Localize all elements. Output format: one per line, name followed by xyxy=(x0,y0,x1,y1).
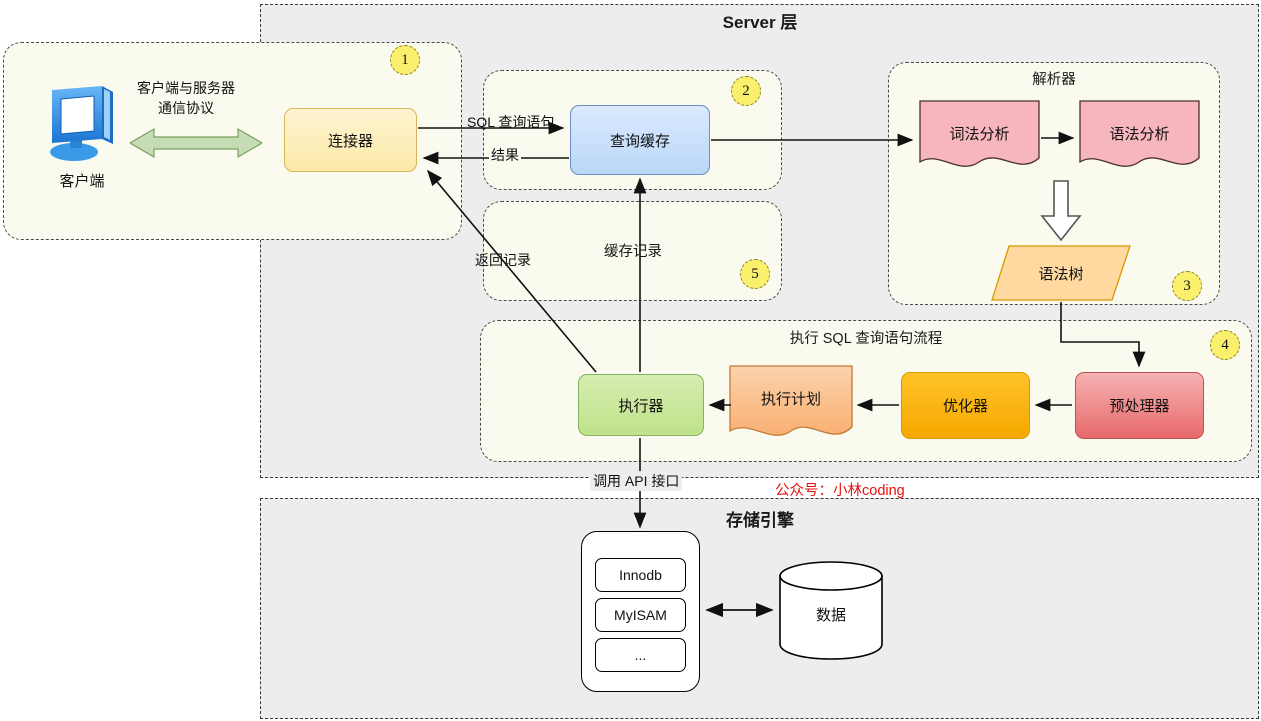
node-syntax-tree[interactable]: 语法树 xyxy=(991,245,1131,301)
badge-1: 1 xyxy=(390,45,420,75)
client-label: 客户端 xyxy=(59,173,105,190)
group-cache-record-title: 缓存记录 xyxy=(604,244,662,260)
client-monitor-icon xyxy=(44,82,118,164)
node-syntax-tree-label: 语法树 xyxy=(1038,266,1084,283)
node-connector[interactable]: 连接器 xyxy=(284,108,417,172)
edge-label-sql-query: SQL 查询语句 xyxy=(467,114,555,130)
badge-2: 2 xyxy=(731,76,761,106)
protocol-label-line2: 通信协议 xyxy=(158,100,214,116)
node-optimizer[interactable]: 优化器 xyxy=(901,372,1030,439)
node-innodb[interactable]: Innodb xyxy=(595,558,686,592)
node-syntax-analysis-label: 语法分析 xyxy=(1109,126,1170,143)
node-exec-plan-label: 执行计划 xyxy=(760,391,821,408)
group-exec-flow-title: 执行 SQL 查询语句流程 xyxy=(789,331,943,347)
node-executor[interactable]: 执行器 xyxy=(578,374,704,436)
node-lexical-analysis[interactable]: 词法分析 xyxy=(919,100,1040,175)
node-preprocessor[interactable]: 预处理器 xyxy=(1075,372,1204,439)
node-myisam[interactable]: MyISAM xyxy=(595,598,686,632)
edge-label-result: 结果 xyxy=(489,145,521,165)
protocol-label-line1: 客户端与服务器 xyxy=(137,80,235,96)
edge-label-call-api: 调用 API 接口 xyxy=(590,471,683,491)
badge-5: 5 xyxy=(740,259,770,289)
node-exec-plan[interactable]: 执行计划 xyxy=(729,365,853,445)
node-query-cache[interactable]: 查询缓存 xyxy=(570,105,710,175)
region-server-layer-title: Server 层 xyxy=(722,13,798,32)
edge-label-return-record: 返回记录 xyxy=(475,252,531,268)
watermark-text: 公众号：小林coding xyxy=(775,483,905,499)
protocol-double-arrow xyxy=(128,126,264,160)
badge-4: 4 xyxy=(1210,330,1240,360)
parser-down-arrow-icon xyxy=(1040,180,1082,242)
node-data-cylinder[interactable]: 数据 xyxy=(778,560,884,660)
node-lexical-analysis-label: 词法分析 xyxy=(949,126,1010,143)
region-storage-engine xyxy=(260,498,1259,719)
node-more-engines[interactable]: ... xyxy=(595,638,686,672)
node-data-label: 数据 xyxy=(815,607,846,624)
group-parser-title: 解析器 xyxy=(1032,72,1076,88)
region-storage-engine-title: 存储引擎 xyxy=(726,511,794,530)
node-syntax-analysis[interactable]: 语法分析 xyxy=(1079,100,1200,175)
badge-3: 3 xyxy=(1172,271,1202,301)
